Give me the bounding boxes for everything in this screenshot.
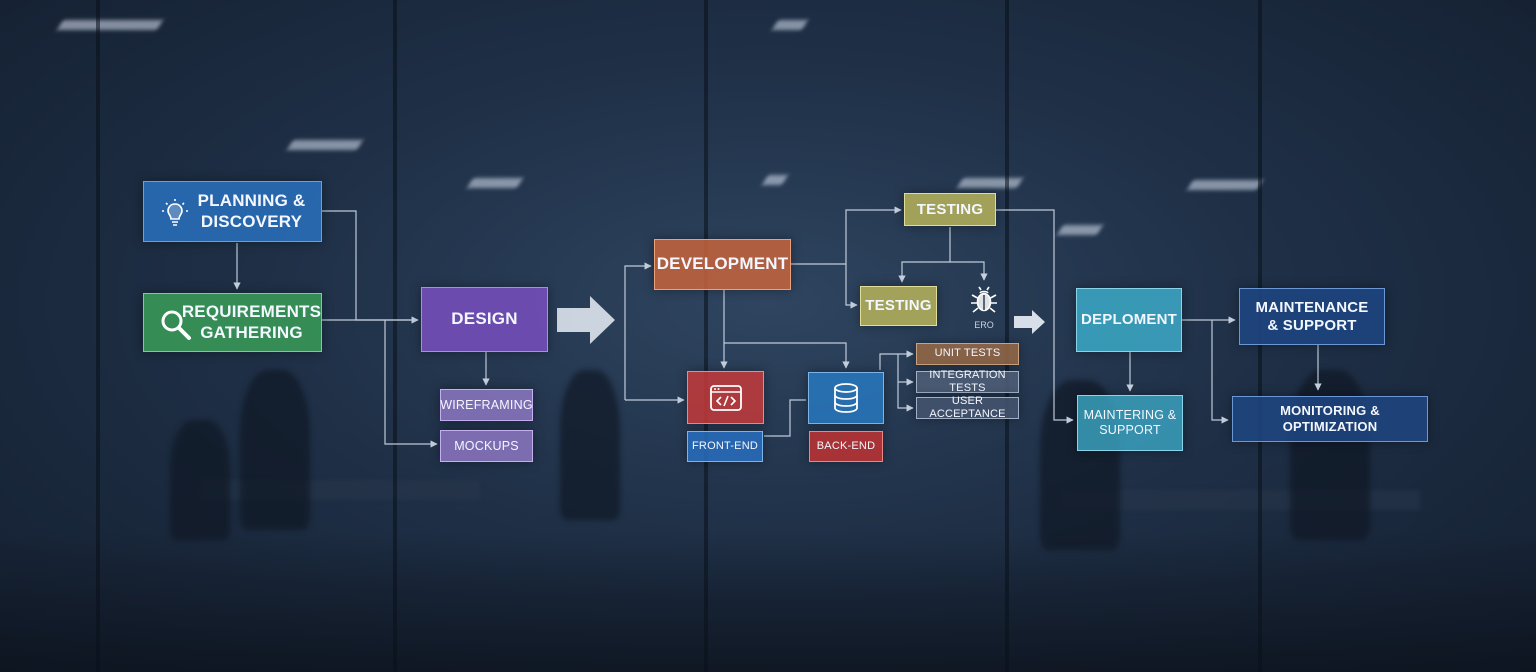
unit-tests-node: UNIT TESTS	[916, 343, 1019, 365]
lightbulb-icon	[160, 198, 190, 228]
backend-icon-box	[808, 372, 884, 424]
maintering-support-label: MAINTERING & SUPPORT	[1083, 408, 1177, 437]
link-frontend-backend	[764, 399, 806, 437]
monitoring-optimization-label: MONITORING & OPTIMIZATION	[1280, 403, 1380, 434]
design-label: DESIGN	[451, 309, 518, 329]
deployment-label: DEPLOMENT	[1081, 311, 1177, 328]
link-planning-design	[322, 210, 419, 324]
link-testing-deploy	[996, 209, 1074, 424]
arrow-testing-deployment	[1014, 310, 1045, 334]
user-acceptance-node: USER ACCEPTANCE	[916, 394, 1019, 420]
backend-label: BACK-END	[816, 439, 876, 452]
planning-discovery-label: PLANNING & DISCOVERY	[197, 191, 306, 231]
link-testing-bug	[950, 261, 988, 281]
user-acceptance-label: USER ACCEPTANCE	[929, 394, 1006, 420]
bug-label: ERO	[974, 320, 994, 330]
floor	[0, 532, 1536, 672]
browser-code-icon	[709, 384, 743, 412]
glass-frame	[393, 0, 397, 672]
person-silhouette	[560, 370, 620, 520]
deployment-node: DEPLOMENT	[1076, 288, 1182, 352]
planning-discovery-node: PLANNING & DISCOVERY	[143, 181, 322, 242]
link-design-development	[624, 262, 652, 400]
development-label: DEVELOPMENT	[656, 254, 789, 274]
mockups-label: MOCKUPS	[454, 438, 519, 453]
glass-frame	[1005, 0, 1009, 672]
frontend-icon-box	[687, 371, 764, 424]
integration-tests-node: INTEGRATION TESTS	[916, 368, 1019, 394]
link-tests-integration	[897, 354, 914, 386]
frontend-node: FRONT-END	[687, 431, 763, 462]
person-silhouette	[240, 370, 310, 530]
bug-icon	[968, 284, 1000, 316]
requirements-gathering-label: REQUIREMENTS GATHERING	[181, 302, 322, 342]
big-arrow-design-development	[557, 296, 615, 344]
wireframing-label: WIREFRAMING	[440, 397, 533, 412]
glass-frame	[704, 0, 708, 672]
link-deploy-monitoring	[1211, 320, 1229, 424]
backend-node: BACK-END	[809, 431, 883, 462]
magnifier-icon	[158, 307, 192, 341]
maintenance-support-label: MAINTENANCE & SUPPORT	[1255, 298, 1369, 334]
frontend-label: FRONT-END	[692, 439, 758, 452]
mockups-node: MOCKUPS	[440, 430, 533, 462]
link-dev-backend	[724, 342, 850, 369]
requirements-gathering-node: REQUIREMENTS GATHERING	[143, 293, 322, 352]
maintering-support-node: MAINTERING & SUPPORT	[1077, 395, 1183, 451]
integration-tests-label: INTEGRATION TESTS	[929, 368, 1006, 394]
link-requirements-mockups	[384, 320, 438, 448]
development-node: DEVELOPMENT	[654, 239, 791, 290]
design-node: DESIGN	[421, 287, 548, 352]
maintenance-support-node: MAINTENANCE & SUPPORT	[1239, 288, 1385, 345]
link-backend-tests	[879, 350, 914, 370]
link-dev-testing	[791, 206, 902, 265]
testing-node-mid: TESTING	[860, 286, 937, 326]
monitoring-optimization-node: MONITORING & OPTIMIZATION	[1232, 396, 1428, 442]
link-testing-split	[898, 227, 951, 283]
testing-node-top: TESTING	[904, 193, 996, 226]
unit-tests-label: UNIT TESTS	[934, 347, 1001, 360]
testing-top-label: TESTING	[916, 200, 984, 218]
wireframing-node: WIREFRAMING	[440, 389, 533, 421]
link-dev-testing-mid	[845, 264, 858, 309]
glass-frame	[96, 0, 100, 672]
link-tests-uat	[897, 382, 914, 412]
chair-silhouette	[170, 420, 230, 540]
database-icon	[831, 382, 861, 414]
testing-mid-label: TESTING	[865, 297, 932, 314]
